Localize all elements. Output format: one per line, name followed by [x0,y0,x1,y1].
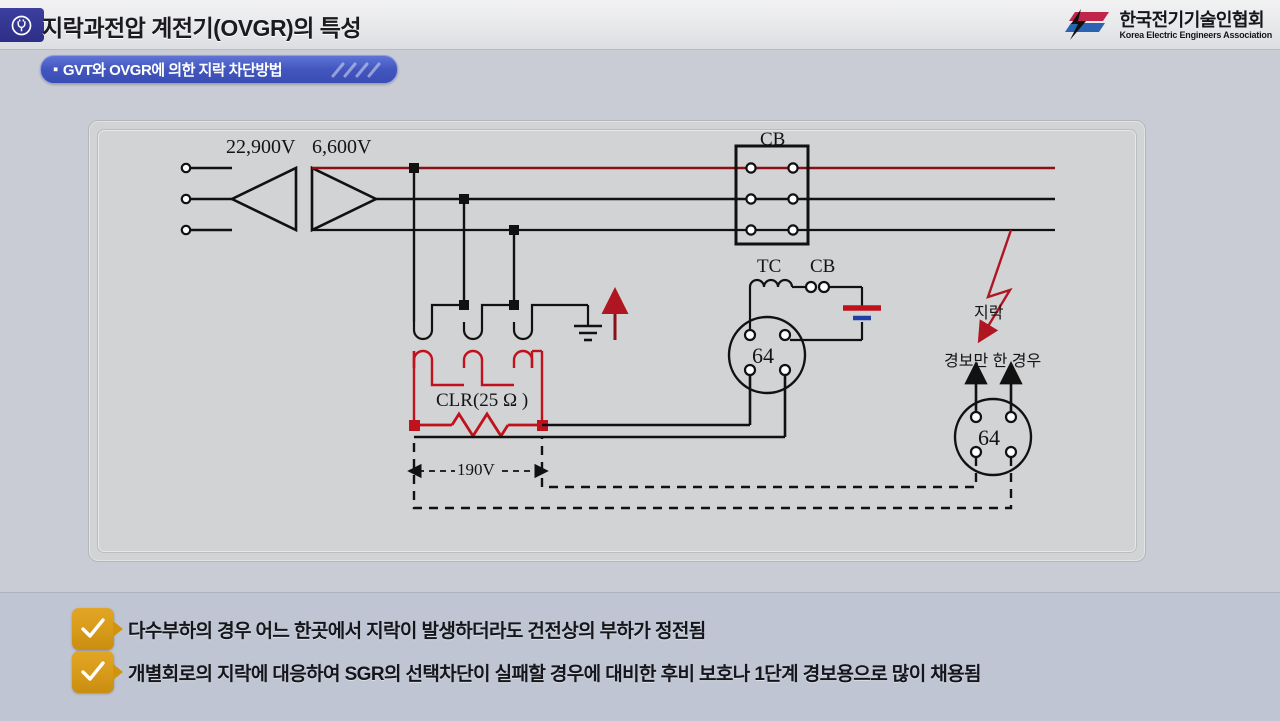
label-cb-auxiliary: CB [810,256,836,277]
notes-panel: 다수부하의 경우 어느 한곳에서 지락이 발생하더라도 건전상의 부하가 정전됨… [0,592,1280,721]
label-cb-breaker: CB [760,129,786,150]
diagram-panel [88,120,1146,562]
label-relay-main: 64 [752,343,774,368]
header-accent-tab [0,8,44,42]
diagram-panel-inner-border [97,129,1137,553]
subtitle-pill: ▪ GVT와 OVGR에 의한 지락 차단방법 [40,55,398,84]
logo-korean-name: 한국전기기술인협회 [1119,9,1265,30]
check-icon [72,651,123,693]
plug-circle-icon [11,15,32,36]
label-secondary-voltage: 6,600V [312,136,372,158]
subtitle-bullet: ▪ [53,61,58,78]
label-relay-alarm: 64 [978,425,1000,450]
label-primary-voltage: 22,900V [226,136,296,158]
lightning-parallelogram-icon [1061,9,1111,41]
check-icon [72,608,123,650]
label-trip-coil: TC [757,256,782,277]
note-text-1: 다수부하의 경우 어느 한곳에서 지락이 발생하더라도 건전상의 부하가 정전됨 [128,620,706,642]
note-item-1: 다수부하의 경우 어느 한곳에서 지락이 발생하더라도 건전상의 부하가 정전됨 [72,608,706,650]
pill-stripe-decoration [331,62,381,78]
slide-header: 지락과전압 계전기(OVGR)의 특성 한국전기기술인협회 Korea Elec… [0,0,1280,50]
label-clr: CLR(25 Ω ) [436,390,529,411]
label-measured-voltage: 190V [457,460,495,479]
subtitle-text: GVT와 OVGR에 의한 지락 차단방법 [62,62,283,79]
page-title: 지락과전압 계전기(OVGR)의 특성 [42,15,362,41]
logo-english-name: Korea Electric Engineers Association [1119,29,1272,40]
note-item-2: 개별회로의 지락에 대응하여 SGR의 선택차단이 실패할 경우에 대비한 후비… [72,651,981,693]
label-fault: 지락 [974,305,1004,322]
association-logo: 한국전기기술인협회 Korea Electric Engineers Assoc… [1061,6,1272,44]
label-alarm-only: 경보만 한 경우 [944,353,1042,370]
note-text-2: 개별회로의 지락에 대응하여 SGR의 선택차단이 실패할 경우에 대비한 후비… [128,663,981,685]
